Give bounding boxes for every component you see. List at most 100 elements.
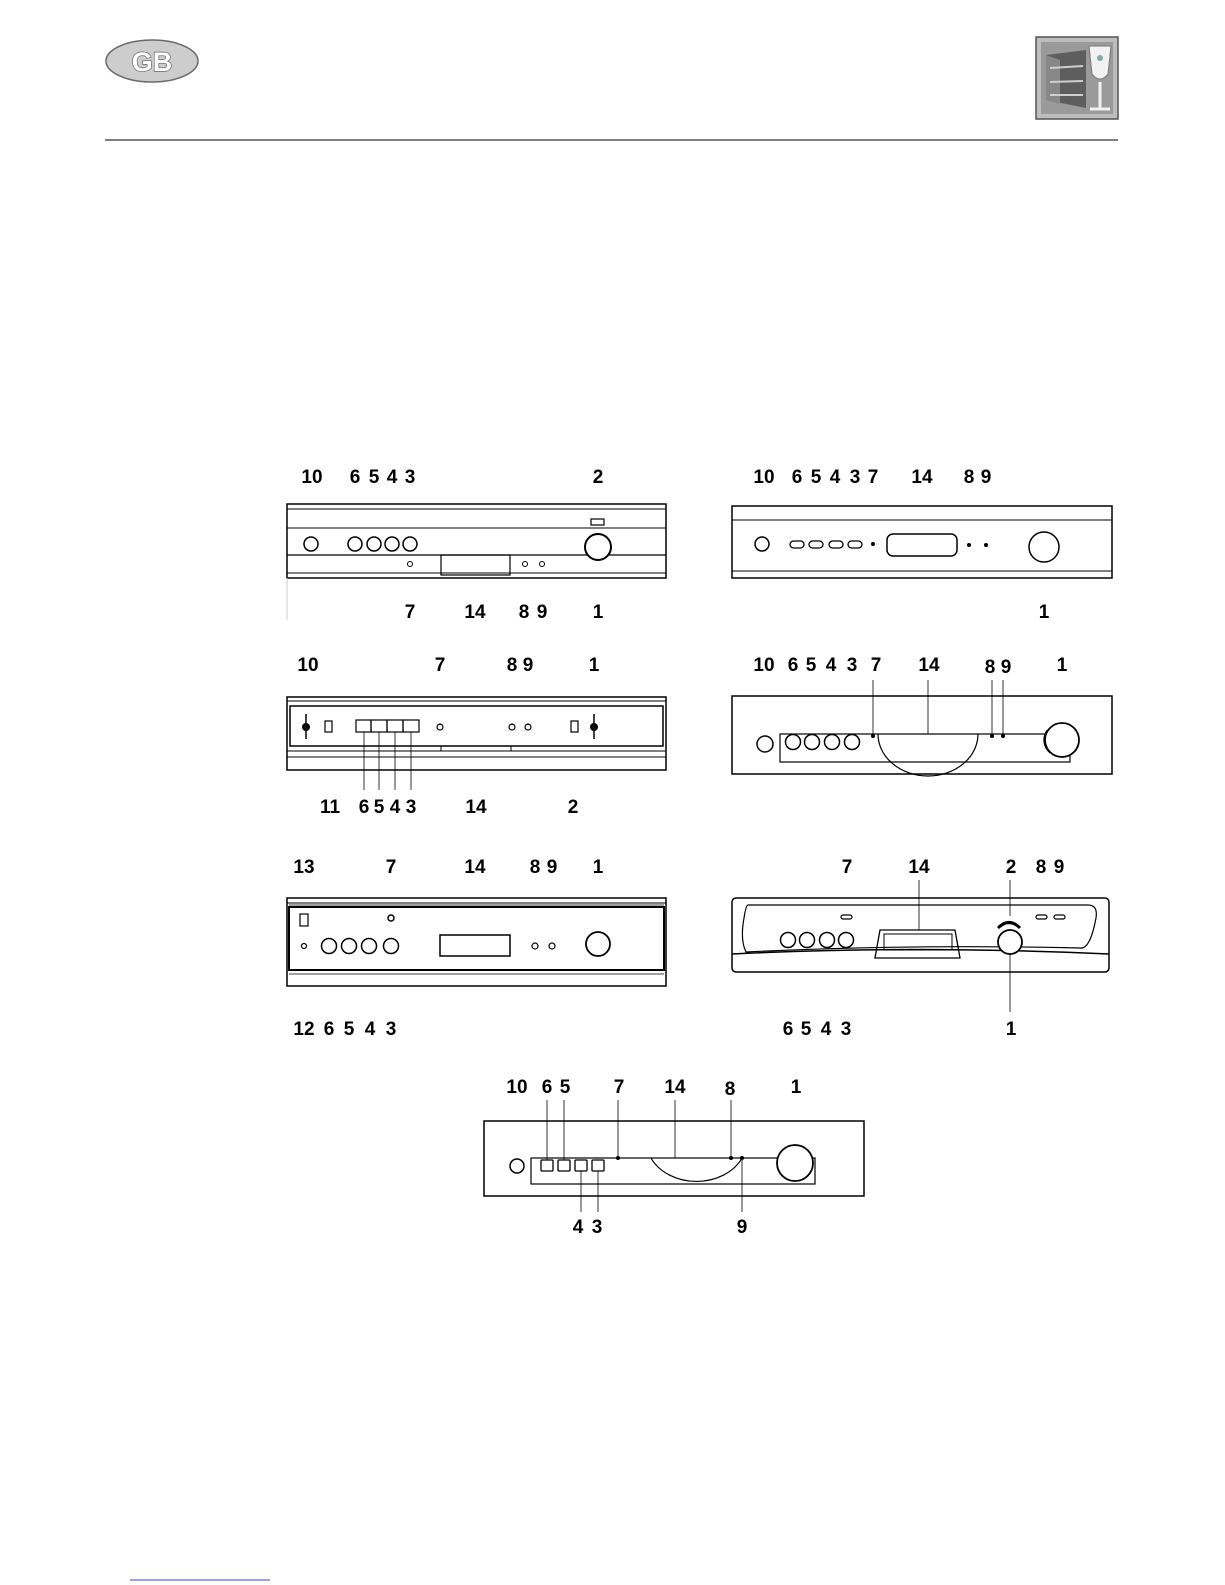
button-6 [322, 939, 337, 954]
led-7 [388, 915, 394, 921]
label-1: 1 [1039, 602, 1050, 623]
panel-3: 10 7 8 9 1 11 6 5 4 3 14 2 [287, 655, 666, 818]
label-9: 9 [1054, 857, 1065, 878]
knob-1 [777, 1145, 813, 1181]
label-9: 9 [537, 602, 548, 623]
button-6 [541, 1160, 553, 1171]
button-4 [820, 933, 835, 948]
panel-2: 10 6 5 4 3 7 14 8 9 1 [732, 467, 1112, 623]
knob-1 [1045, 723, 1079, 757]
label-3: 3 [592, 1217, 603, 1238]
label-10: 10 [506, 1077, 527, 1098]
panel-6: 7 14 2 8 9 6 5 4 3 1 [732, 857, 1109, 1040]
label-3: 3 [847, 655, 858, 676]
button-6 [348, 537, 362, 551]
button-4 [829, 541, 843, 548]
button-4 [825, 735, 840, 750]
label-2: 2 [568, 797, 579, 818]
label-6: 6 [542, 1077, 553, 1098]
label-1: 1 [593, 602, 604, 623]
led-7 [841, 915, 852, 919]
label-8: 8 [985, 657, 996, 678]
label-3: 3 [841, 1019, 852, 1040]
label-4: 4 [830, 467, 841, 488]
label-4: 4 [826, 655, 837, 676]
label-1: 1 [1006, 1019, 1017, 1040]
label-7: 7 [868, 467, 879, 488]
label-11: 11 [320, 797, 341, 818]
button-3 [845, 735, 860, 750]
led-7 [408, 562, 413, 567]
label-9: 9 [737, 1217, 748, 1238]
label-6: 6 [788, 655, 799, 676]
button-10 [757, 736, 773, 752]
label-5: 5 [811, 467, 822, 488]
button-4 [387, 720, 403, 732]
button-3 [839, 933, 854, 948]
knob-1 [1029, 532, 1059, 562]
panel-5: 13 7 14 8 9 1 12 6 5 4 3 [287, 857, 666, 1040]
label-2: 2 [1006, 857, 1017, 878]
label-1: 1 [589, 655, 600, 676]
label-4: 4 [387, 467, 398, 488]
led-8 [523, 562, 528, 567]
button-5 [800, 933, 815, 948]
label-5: 5 [560, 1077, 571, 1098]
label-14: 14 [465, 797, 487, 818]
label-6: 6 [783, 1019, 794, 1040]
button-5 [805, 735, 820, 750]
button-3 [403, 537, 417, 551]
label-4: 4 [365, 1019, 376, 1040]
label-8: 8 [725, 1079, 736, 1100]
led-7 [437, 724, 443, 730]
led-8 [990, 734, 994, 738]
knob-1 [998, 930, 1022, 954]
label-5: 5 [369, 467, 380, 488]
led-7 [871, 734, 875, 738]
label-9: 9 [981, 467, 992, 488]
led-8 [967, 543, 971, 547]
button-6 [790, 541, 804, 548]
led-9 [1054, 915, 1065, 919]
led-8 [509, 724, 515, 730]
label-14: 14 [908, 857, 930, 878]
label-7: 7 [614, 1077, 625, 1098]
button-3 [592, 1160, 604, 1171]
label-2: 2 [593, 467, 604, 488]
label-1: 1 [1057, 655, 1068, 676]
label-5: 5 [344, 1019, 355, 1040]
led-8 [729, 1156, 733, 1160]
label-7: 7 [386, 857, 397, 878]
label-8: 8 [507, 655, 518, 676]
button-4 [385, 537, 399, 551]
led-8 [532, 943, 538, 949]
display-14 [441, 555, 510, 575]
knob-1 [585, 534, 611, 560]
panel-1: 10 6 5 4 3 2 7 14 8 9 1 [287, 467, 666, 623]
button-5 [342, 939, 357, 954]
button-4 [362, 939, 377, 954]
lock-icon-right [590, 714, 598, 739]
label-7: 7 [435, 655, 446, 676]
label-3: 3 [386, 1019, 397, 1040]
label-4: 4 [821, 1019, 832, 1040]
label-8: 8 [519, 602, 530, 623]
label-7: 7 [842, 857, 853, 878]
label-8: 8 [964, 467, 975, 488]
header: GB [105, 37, 1118, 140]
display-14 [875, 930, 960, 958]
label-3: 3 [405, 467, 416, 488]
label-10: 10 [301, 467, 322, 488]
label-13: 13 [293, 857, 314, 878]
button-11 [325, 721, 332, 732]
label-3: 3 [406, 797, 417, 818]
label-1: 1 [791, 1077, 802, 1098]
label-6: 6 [792, 467, 803, 488]
button-6 [356, 720, 371, 732]
button-6 [786, 735, 801, 750]
label-10: 10 [297, 655, 318, 676]
label-7: 7 [871, 655, 882, 676]
label-6: 6 [350, 467, 361, 488]
label-14: 14 [664, 1077, 686, 1098]
